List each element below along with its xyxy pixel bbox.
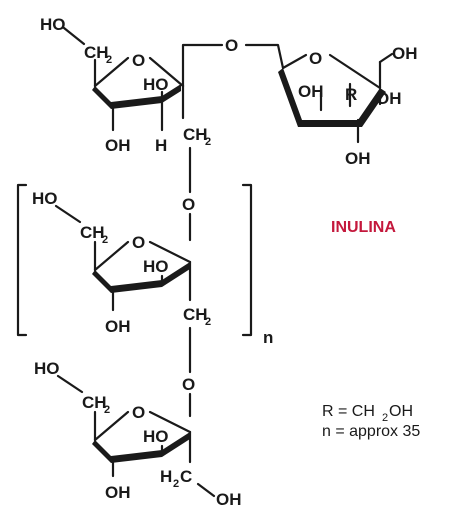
middle-ring-front-edge: [92, 262, 190, 293]
svg-text:2: 2: [382, 412, 388, 424]
bottom-ring-oxygen: O: [132, 403, 145, 422]
svg-text:2: 2: [173, 478, 179, 490]
middle-oh-label: OH: [105, 317, 131, 336]
link-oxygen-2: O: [182, 375, 195, 394]
svg-text:2: 2: [205, 316, 211, 328]
link-oxygen-1: O: [182, 195, 195, 214]
top-ho2-label: HO: [143, 75, 169, 94]
right-bracket: [241, 183, 253, 337]
top-oh-label: OH: [105, 136, 131, 155]
repeat-index-n: n: [263, 328, 273, 347]
bottom-fructose-ring: O HO CH 2 OH HO H 2 C OH: [34, 359, 242, 509]
top-ho-label: HO: [40, 15, 66, 34]
top-ch2-label: CH: [84, 43, 109, 62]
legend-n-definition: n = approx 35: [322, 423, 420, 440]
glycosidic-oxygen: O: [225, 36, 238, 55]
top-fructose-ring: O HO CH 2 OH H HO CH 2 O: [40, 15, 285, 155]
bottom-terminal-oh: OH: [216, 490, 242, 509]
svg-text:2: 2: [106, 54, 112, 66]
middle-ho-label: HO: [32, 189, 58, 208]
bottom-ch2-label: CH: [82, 393, 107, 412]
glucose-oh-top: OH: [392, 44, 418, 63]
glucose-oh-bottom: OH: [345, 149, 371, 168]
left-bracket: [16, 183, 28, 337]
top-ring-front-edge: [92, 84, 181, 109]
middle-ch2-link-label: CH: [183, 305, 208, 324]
legend: R = CH 2 OH n = approx 35: [322, 403, 420, 440]
bottom-h2c-h: H: [160, 467, 172, 486]
middle-ch2-label: CH: [80, 223, 105, 242]
glucose-ring: O R OH OH OH OH: [278, 44, 418, 168]
middle-ho2-label: HO: [143, 257, 169, 276]
svg-text:2: 2: [205, 136, 211, 148]
top-ring-back-edges: [93, 56, 185, 88]
glucose-oh-right: OH: [376, 89, 402, 108]
glucose-oh-inner: OH: [298, 82, 324, 101]
glucose-r-label: R: [345, 85, 357, 104]
glucose-oxygen: O: [309, 49, 322, 68]
legend-r-definition-a: R = CH: [322, 403, 375, 420]
bottom-ho2-label: HO: [143, 427, 169, 446]
top-h-label: H: [155, 136, 167, 155]
middle-fructose-ring: O HO CH 2 OH HO CH 2: [32, 189, 211, 336]
bottom-h2c-c: C: [180, 467, 192, 486]
legend-r-definition-b: OH: [389, 403, 413, 420]
glucose-front-edge: [278, 68, 386, 127]
svg-text:2: 2: [104, 404, 110, 416]
top-c1-ch2-label: CH: [183, 125, 208, 144]
svg-text:2: 2: [102, 234, 108, 246]
inulina-title: INULINA: [331, 219, 396, 236]
bottom-ring-front-edge: [92, 432, 190, 463]
top-ring-oxygen: O: [132, 51, 145, 70]
middle-ring-oxygen: O: [132, 233, 145, 252]
bottom-ho-label: HO: [34, 359, 60, 378]
bottom-oh-label: OH: [105, 483, 131, 502]
